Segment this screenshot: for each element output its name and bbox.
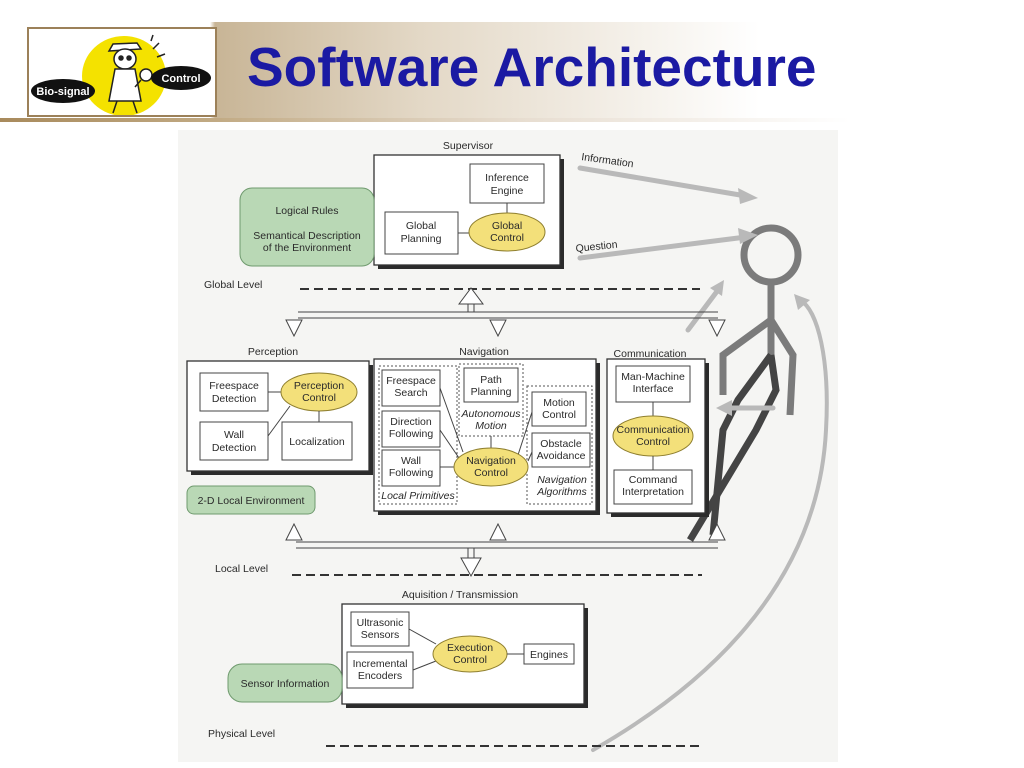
motion-control-line-1: Motion [543,397,575,409]
ultrasonic-sensors-box [350,611,410,647]
wall-following-line-2: Following [389,467,434,479]
direction-following-line-1: Direction [390,416,432,428]
path-planning-line-1: Path [480,374,502,386]
wall-detection-box [199,421,269,461]
man-machine-interface-line-2: Interface [633,383,674,395]
wall-following-box [381,449,441,487]
communication-control-line-1: Communication [617,424,690,436]
local-bus [285,522,726,578]
physical-level-label: Physical Level [208,728,275,740]
path-planning-box [463,367,519,403]
question-arrow [577,228,758,261]
logo-left-pill [31,79,95,103]
engines-label: Engines [530,649,568,661]
wall-detection-line-2: Detection [212,442,257,454]
freespace-detection-line-1: Freespace [209,380,259,392]
sensor-information-label: Sensor Information [241,678,330,690]
architecture-diagram-svg: Supervisor Inference Engine Global Plann… [186,140,829,752]
incremental-encoders-box [346,651,414,689]
obstacle-avoidance-box [531,432,591,468]
navigation-algorithms-line-2: Algorithms [536,486,587,498]
title-underline [0,118,1024,122]
freespace-detection-box [199,372,269,412]
path-planning-line-2: Planning [471,386,512,398]
freespace-detection-line-2: Detection [212,393,257,405]
motion-control-line-2: Control [542,409,576,421]
freespace-search-box [381,369,441,407]
direction-following-line-2: Following [389,428,434,440]
architecture-diagram: Supervisor Inference Engine Global Plann… [178,130,838,762]
logical-rules-panel [239,187,375,267]
global-control-node [468,212,546,252]
human-to-system-arrow [685,280,724,333]
execution-control-line-2: Control [453,654,487,666]
ultrasonic-sensors-line-2: Sensors [361,629,400,641]
acquisition-label: Aquisition / Transmission [402,589,518,601]
navigation-control-node [453,447,529,487]
command-interpretation-box [613,469,693,505]
perception-control-line-1: Perception [294,380,344,392]
global-control-line-1: Global [492,220,522,232]
global-level-label: Global Level [204,279,262,291]
logical-rules-title: Logical Rules [275,205,338,217]
logical-rules-description-line-2: of the Environment [263,242,351,254]
navigation-algorithms-line-1: Navigation [537,474,587,486]
localization-label: Localization [289,436,345,448]
obstacle-avoidance-line-2: Avoidance [537,450,586,462]
incremental-encoders-line-1: Incremental [353,658,408,670]
logo-graphic: Bio-signal Control [31,34,211,115]
navigation-label: Navigation [459,346,509,358]
execution-control-line-1: Execution [447,642,493,654]
inference-engine-line-1: Inference [485,172,529,184]
freespace-search-line-1: Freespace [386,375,436,387]
logo-right-text: Control [161,73,200,85]
obstacle-avoidance-line-1: Obstacle [540,438,582,450]
question-label: Question [575,239,618,255]
command-interpretation-line-2: Interpretation [622,486,684,498]
autonomous-motion-line-2: Motion [475,420,507,432]
localization-box [281,421,353,461]
detective-figure-icon [107,34,166,114]
wall-detection-line-1: Wall [224,429,244,441]
engines-box [523,643,575,665]
man-machine-interface-line-1: Man-Machine [621,371,685,383]
communication-control-line-2: Control [636,436,670,448]
sensor-information-panel [227,663,343,703]
local-level-label: Local Level [215,563,268,575]
man-machine-interface-box [615,365,691,403]
slide-title: Software Architecture [247,36,817,98]
navigation-algorithms-group [526,385,593,505]
information-arrow [577,165,758,204]
autonomous-motion-line-1: Autonomous [461,408,522,420]
command-interpretation-line-1: Command [629,474,678,486]
global-planning-line-1: Global [406,220,436,232]
logo-left-text: Bio-signal [36,86,89,98]
logo-right-pill [151,66,211,90]
global-bus [285,287,726,338]
inference-engine-line-2: Engine [491,185,524,197]
physical-to-human-arrow [591,294,829,752]
communication-label: Communication [614,348,687,360]
logical-rules-description-line-1: Semantical Description [253,230,361,242]
motion-control-box [531,391,587,427]
logo: Bio-signal Control [27,27,217,117]
local-primitives-label: Local Primitives [381,490,455,502]
incremental-encoders-line-2: Encoders [358,670,402,682]
wall-following-line-1: Wall [401,455,421,467]
direction-following-box [381,410,441,448]
perception-control-line-2: Control [302,392,336,404]
global-planning-box [384,211,459,255]
local-environment-panel [186,485,316,515]
freespace-search-line-2: Search [394,387,427,399]
navigation-control-line-1: Navigation [466,455,516,467]
global-control-line-2: Control [490,232,524,244]
global-planning-line-2: Planning [401,233,442,245]
ultrasonic-sensors-line-1: Ultrasonic [357,617,404,629]
communication-feedback-arrow [716,400,776,416]
local-environment-label: 2-D Local Environment [198,495,305,507]
navigation-control-line-2: Control [474,467,508,479]
inference-engine-box [469,163,545,204]
supervisor-label: Supervisor [443,140,494,152]
perception-label: Perception [248,346,298,358]
